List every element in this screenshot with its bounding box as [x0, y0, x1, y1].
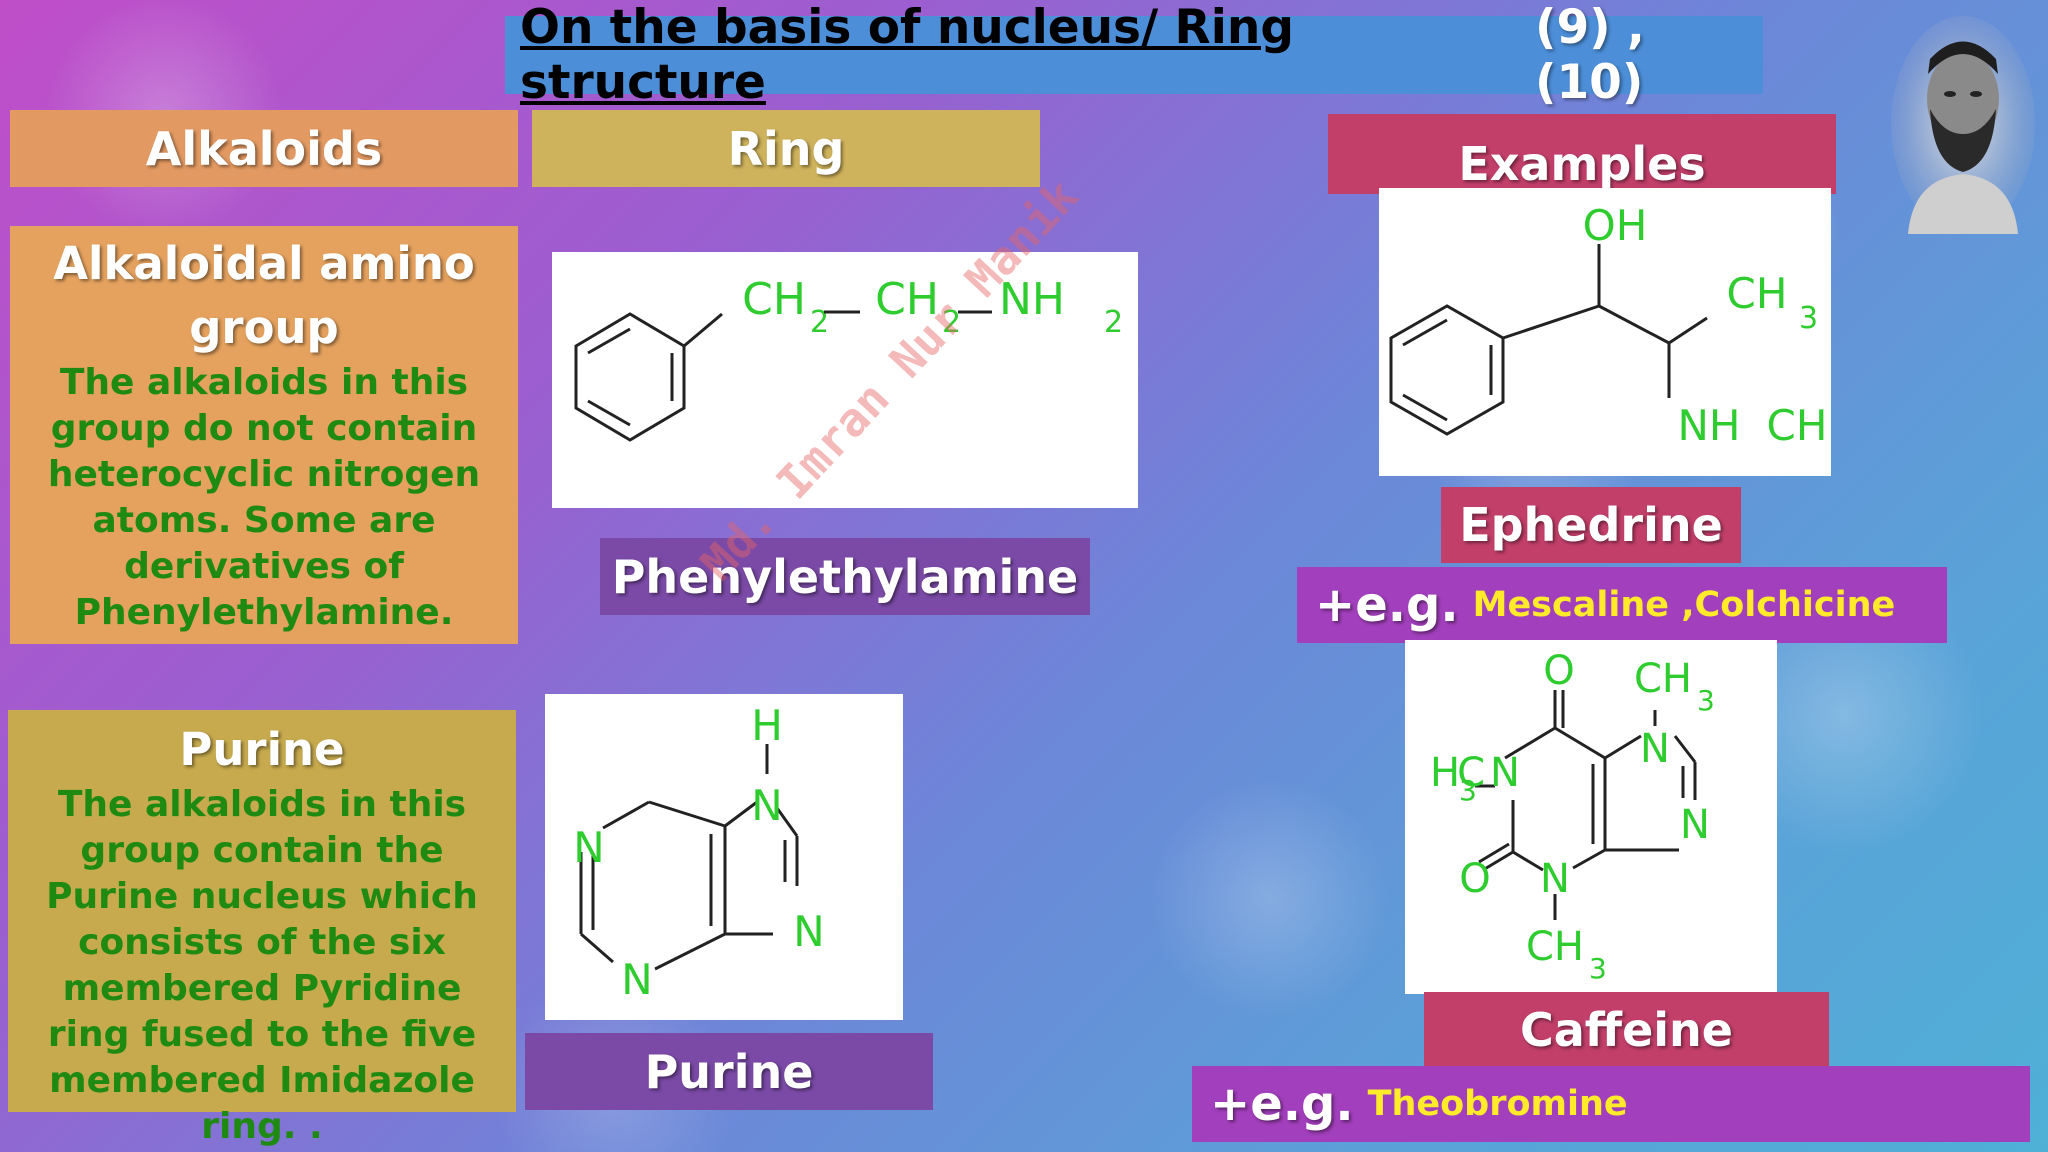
eg-prefix-1: +e.g. [1315, 577, 1459, 633]
svg-text:3: 3 [1697, 684, 1715, 717]
svg-text:N: N [1540, 856, 1570, 902]
svg-text:CH: CH [1634, 656, 1692, 702]
svg-text:NH: NH [1678, 401, 1741, 450]
amino-group-title: Alkaloidal amino group [53, 237, 475, 354]
svg-text:H: H [751, 701, 783, 750]
slide-title-bar: On the basis of nucleus/ Ring structure … [505, 0, 1763, 110]
ephedrine-label-box: Ephedrine [1441, 487, 1741, 563]
ephedrine-label: Ephedrine [1459, 498, 1723, 552]
svg-text:CH: CH [875, 274, 939, 325]
svg-text:N: N [1640, 726, 1670, 772]
svg-text:3: 3 [1799, 301, 1818, 336]
slide-title-refs: (9) , (10) [1535, 0, 1645, 110]
svg-text:3: 3 [1459, 774, 1477, 807]
slide-title: On the basis of nucleus/ Ring structure [520, 0, 1294, 110]
purine-diagram: N N N N H [573, 701, 824, 1004]
eg-prefix-2: +e.g. [1210, 1076, 1354, 1132]
svg-text:O: O [1459, 856, 1490, 902]
svg-text:2: 2 [1104, 305, 1123, 340]
purine-label: Purine [644, 1044, 814, 1099]
svg-text:CH: CH [1526, 924, 1584, 970]
svg-text:CH: CH [742, 274, 806, 325]
header-alkaloids-label: Alkaloids [145, 121, 383, 176]
ephedrine-diagram: OH CH 3 NH CH 3 [1389, 201, 1856, 468]
purine-structure: N N N N H [545, 694, 903, 1020]
svg-text:CH: CH [1767, 401, 1828, 450]
svg-text:N: N [1680, 802, 1710, 848]
phenylethylamine-label-box: Phenylethylamine [600, 538, 1090, 615]
eg-text-2: Theobromine [1367, 1084, 1628, 1124]
svg-text:N: N [621, 955, 652, 1004]
caffeine-structure: N O O N CH 3 N N CH 3 H 3 C [1405, 640, 1777, 994]
header-examples: Examples [1328, 114, 1836, 194]
svg-text:OH: OH [1583, 201, 1648, 250]
svg-text:H: H [1430, 750, 1460, 796]
svg-text:NH: NH [999, 274, 1065, 325]
phenylethylamine-diagram: CH 2 CH 2 NH 2 [574, 274, 1123, 442]
svg-text:N: N [1490, 750, 1520, 796]
purine-group-box: Purine The alkaloids in this group conta… [8, 710, 516, 1147]
purine-group-description: The alkaloids in this group contain the … [46, 784, 478, 1147]
purine-group-title: Purine [179, 723, 345, 776]
caffeine-examples-bar: +e.g. Theobromine [1192, 1066, 2030, 1142]
svg-text:C: C [1457, 750, 1485, 796]
header-examples-label: Examples [1458, 137, 1706, 191]
header-ring-label: Ring [727, 121, 845, 176]
presenter-avatar [1888, 14, 2038, 234]
svg-text:N: N [573, 823, 604, 872]
eg-text-1: Mescaline ,Colchicine [1472, 585, 1896, 625]
svg-text:3: 3 [1589, 952, 1607, 985]
svg-text:O: O [1543, 648, 1574, 694]
amino-group-box: Alkaloidal amino group The alkaloids in … [10, 226, 518, 644]
ephedrine-structure: OH CH 3 NH CH 3 [1379, 188, 1856, 476]
caffeine-label-box: Caffeine [1424, 992, 1829, 1068]
header-ring: Ring [532, 110, 1040, 187]
svg-text:N: N [751, 781, 782, 830]
purine-label-box: Purine [525, 1033, 933, 1110]
caffeine-diagram: N O O N CH 3 N N CH 3 H 3 C [1430, 648, 1715, 985]
svg-text:2: 2 [942, 305, 961, 340]
phenylethylamine-structure: CH 2 CH 2 NH 2 [552, 252, 1138, 508]
caffeine-label: Caffeine [1520, 1003, 1733, 1057]
header-alkaloids: Alkaloids [10, 110, 518, 187]
svg-text:2: 2 [810, 305, 829, 340]
svg-text:N: N [793, 907, 824, 956]
ephedrine-examples-bar: +e.g. Mescaline ,Colchicine [1297, 567, 1947, 643]
phenylethylamine-label: Phenylethylamine [611, 549, 1079, 604]
svg-text:CH: CH [1727, 269, 1788, 318]
amino-group-description: The alkaloids in this group do not conta… [47, 362, 481, 633]
